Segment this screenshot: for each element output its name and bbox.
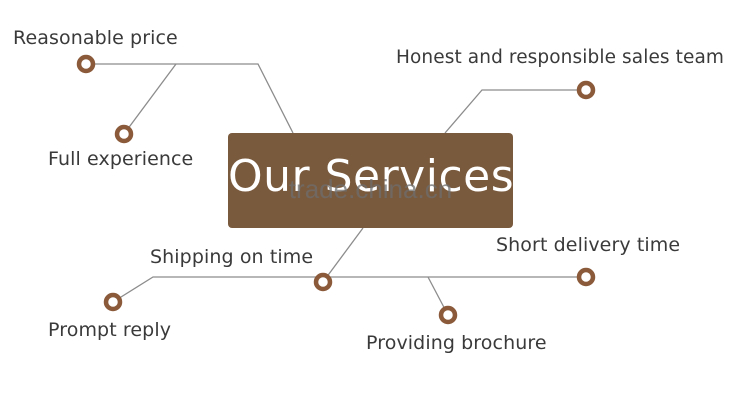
- label-short-delivery-time: Short delivery time: [496, 234, 681, 256]
- node-honest-sales-team: [576, 80, 596, 100]
- label-shipping-on-time: Shipping on time: [150, 246, 314, 268]
- watermark-text: trade.china.cn: [288, 174, 453, 204]
- node-short-delivery-time: [576, 267, 596, 287]
- label-reasonable-price: Reasonable price: [13, 27, 178, 49]
- node-reasonable-price: [76, 54, 96, 74]
- connector-prompt-reply: [112, 276, 586, 303]
- node-full-experience: [114, 124, 134, 144]
- label-providing-brochure: Providing brochure: [366, 332, 547, 354]
- connector-reasonable-price: [86, 63, 294, 134]
- connector-center-to-hub: [322, 227, 364, 283]
- label-full-experience: Full experience: [48, 148, 194, 170]
- center-title-box: Our Services trade.china.cn: [228, 133, 515, 228]
- label-prompt-reply: Prompt reply: [48, 319, 172, 341]
- node-providing-brochure: [438, 305, 458, 325]
- node-hub: [313, 272, 333, 292]
- connector-full-experience: [123, 63, 177, 135]
- label-honest-sales-team: Honest and responsible sales team: [396, 47, 725, 68]
- connector-honest-sales-team: [444, 89, 586, 134]
- center-title: Our Services: [228, 151, 515, 202]
- node-prompt-reply: [103, 292, 123, 312]
